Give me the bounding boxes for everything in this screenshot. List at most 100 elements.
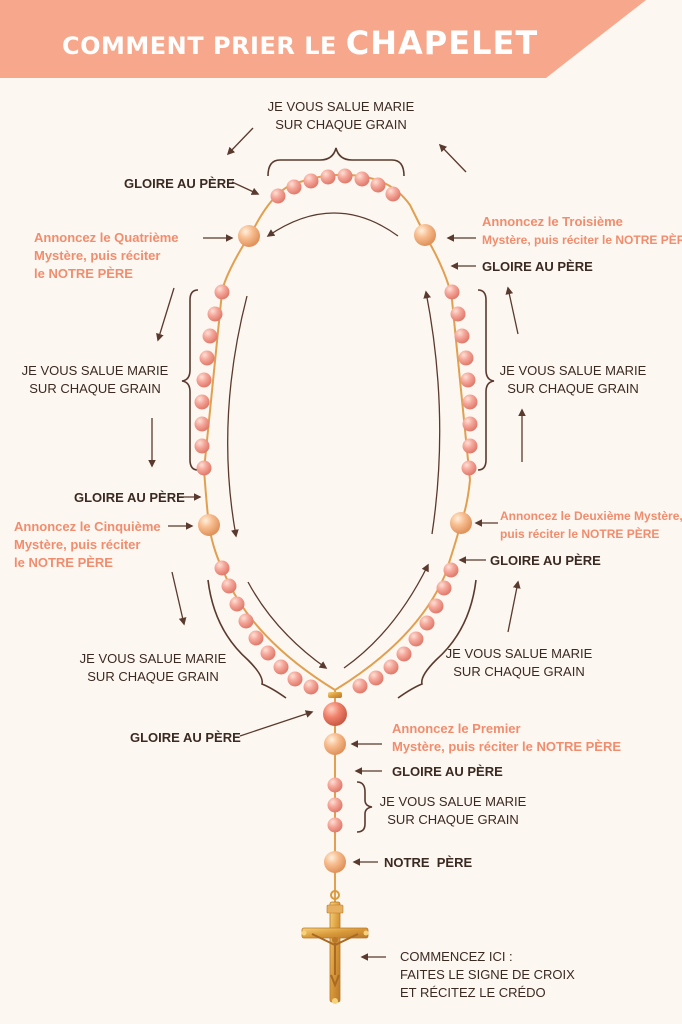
bead-large [324, 733, 346, 755]
bead [408, 631, 424, 647]
brace-left-lower [207, 579, 287, 699]
line-1: JE VOUS SALUE MARIE [21, 363, 169, 378]
bead [202, 328, 218, 344]
bead [454, 328, 470, 344]
line-1: JE VOUS SALUE MARIE [79, 651, 227, 666]
label-ave-left-lower: JE VOUS SALUE MARIE SUR CHAQUE GRAIN [74, 650, 232, 686]
label-mystere-3: Annoncez le Troisième Mystère, puis réci… [482, 213, 682, 249]
bead [196, 372, 212, 388]
line-2: Mystère, puis réciter [14, 537, 141, 552]
label-commencez: COMMENCEZ ICI : FAITES LE SIGNE DE CROIX… [400, 948, 575, 1002]
bead [460, 372, 476, 388]
bead-large [450, 512, 472, 534]
bead [270, 188, 286, 204]
pointer-arrows [148, 127, 526, 961]
line-1: JE VOUS SALUE MARIE [499, 363, 647, 378]
label-mystere-4: Annoncez le Quatrième Mystère, puis réci… [34, 229, 178, 283]
bead [368, 670, 384, 686]
bead [196, 460, 212, 476]
title-banner [0, 0, 646, 78]
pointer-right-upper-up [505, 286, 519, 335]
line-2: SUR CHAQUE GRAIN [453, 664, 585, 679]
bead [443, 562, 459, 578]
pointer-left-upper-down [156, 287, 175, 342]
arrow-bottom-right-inner [343, 563, 429, 669]
bead [194, 416, 210, 432]
bead [436, 580, 452, 596]
bead [385, 186, 401, 202]
label-gloire-right-top: GLOIRE AU PÈRE [482, 259, 593, 274]
brace-right-lower [397, 579, 477, 699]
pointer-top-left [226, 127, 254, 156]
label-notre-pere: NOTRE PÈRE [384, 855, 473, 870]
title-bold: CHAPELET [345, 24, 539, 62]
bead [207, 306, 223, 322]
label-ave-left-upper: JE VOUS SALUE MARIE SUR CHAQUE GRAIN [20, 362, 170, 398]
bead [461, 460, 477, 476]
bead [428, 598, 444, 614]
beads-left-upper-decade [194, 284, 230, 476]
line-2: puis réciter le NOTRE PÈRE [500, 527, 660, 541]
bead [286, 179, 302, 195]
bead-large [414, 224, 436, 246]
bead [260, 645, 276, 661]
label-ave-top: JE VOUS SALUE MARIE SUR CHAQUE GRAIN [262, 98, 420, 134]
line-1: COMMENCEZ ICI : [400, 949, 513, 964]
line-3: ET RÉCITEZ LE CRÉDO [400, 985, 546, 1000]
bead [383, 659, 399, 675]
line-2: SUR CHAQUE GRAIN [387, 812, 519, 827]
bead [229, 596, 245, 612]
line-2: SUR CHAQUE GRAIN [87, 669, 219, 684]
bead [303, 173, 319, 189]
arrow-top-inner [266, 212, 399, 237]
beads-right-lower-decade [352, 562, 459, 694]
bead [214, 284, 230, 300]
bead [194, 394, 210, 410]
line-1: Annoncez le Deuxième Mystère, [500, 509, 682, 523]
crucifix [301, 890, 369, 1004]
arrow-bottom-left-inner [247, 581, 328, 669]
bead [419, 615, 435, 631]
bead [327, 777, 343, 793]
bead [450, 306, 466, 322]
line-1: Annoncez le Troisième [482, 214, 623, 229]
center-bead [323, 702, 347, 726]
bead [303, 679, 319, 695]
beads-notre-pere [198, 224, 472, 873]
bead [462, 438, 478, 454]
line-1: Annoncez le Quatrième [34, 230, 179, 245]
bead [320, 169, 336, 185]
bead-large [324, 851, 346, 873]
pointer-top-right [438, 143, 467, 173]
bead [273, 659, 289, 675]
line-1: Annoncez le Cinquième [14, 519, 161, 534]
bead [238, 613, 254, 629]
page-title: COMMENT PRIER LE CHAPELET [62, 24, 538, 62]
bead [352, 678, 368, 694]
bead [462, 394, 478, 410]
arrow-right-inner [423, 290, 441, 535]
line-2: SUR CHAQUE GRAIN [507, 381, 639, 396]
arrow-left-inner [227, 295, 248, 538]
label-gloire-top-left: GLOIRE AU PÈRE [124, 176, 235, 191]
line-1: JE VOUS SALUE MARIE [267, 99, 415, 114]
title-light: COMMENT PRIER LE [62, 32, 346, 60]
beads-right-upper-decade [444, 284, 478, 476]
bead-large [238, 225, 260, 247]
bead [462, 416, 478, 432]
bead [327, 797, 343, 813]
pointer-gloire-top [231, 181, 260, 195]
line-2: Mystère, puis réciter [34, 248, 161, 263]
bead [337, 168, 353, 184]
line-1: JE VOUS SALUE MARIE [379, 794, 527, 809]
label-mystere-5: Annoncez le Cinquième Mystère, puis réci… [14, 518, 161, 572]
bead [199, 350, 215, 366]
label-mystere-2: Annoncez le Deuxième Mystère, puis récit… [500, 507, 682, 543]
brace-left-upper [181, 289, 199, 471]
line-2: Mystère, puis réciter le NOTRE PÈRE [482, 233, 682, 247]
bead [194, 438, 210, 454]
label-gloire-stem: GLOIRE AU PÈRE [392, 764, 503, 779]
pointer-gloire-bottom [239, 710, 314, 737]
label-ave-stem: JE VOUS SALUE MARIE SUR CHAQUE GRAIN [378, 793, 528, 829]
